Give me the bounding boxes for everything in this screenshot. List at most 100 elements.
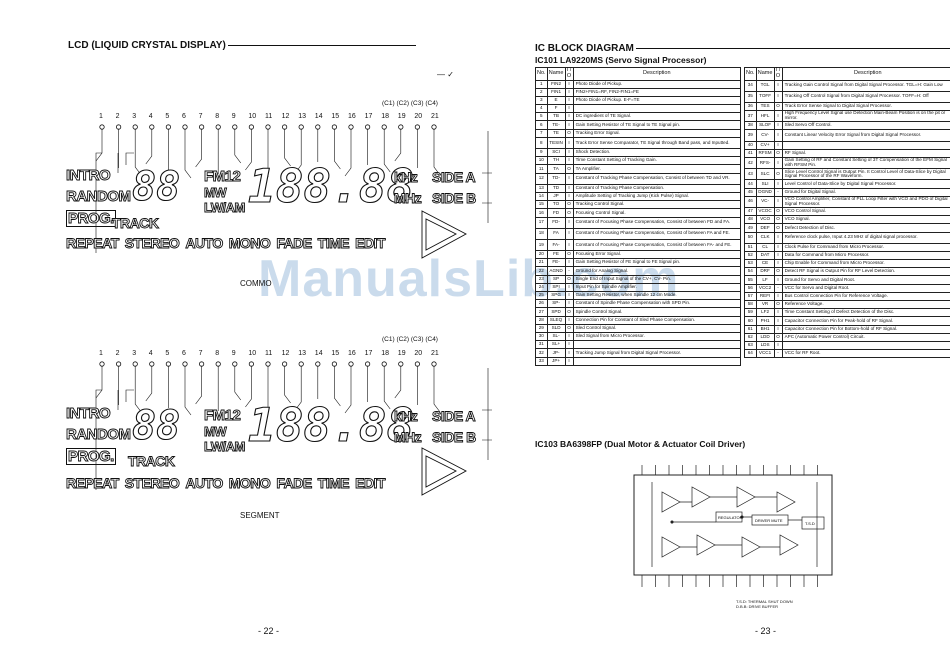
pin-name: JP- — [546, 348, 566, 358]
pin-io: O — [773, 206, 783, 217]
pin-no: 51 — [744, 242, 757, 252]
pin-desc: Chip Enable for Command from Micro Proce… — [781, 259, 950, 269]
pin-terminal — [132, 124, 138, 130]
pin-name: LF — [755, 275, 775, 285]
pin-name: SL- — [546, 331, 566, 342]
pin-io: I — [773, 291, 783, 302]
lcd-side-a: SIDE A — [432, 169, 477, 185]
pin-no: 50 — [744, 231, 757, 244]
pin-io: O — [564, 164, 574, 174]
pin-name: LDD — [755, 332, 775, 342]
segment-wiring — [95, 361, 492, 496]
col-name: Name — [546, 67, 566, 81]
regulator-label: REGULATOR — [718, 515, 743, 520]
lead-wire — [195, 129, 202, 168]
pin-io: - — [564, 266, 574, 276]
ic103-note-1: T.S.D: THERMAL SHUT DOWN — [736, 599, 793, 604]
pin-io: I — [564, 282, 574, 293]
page-number-right: - 23 - — [755, 626, 777, 636]
segment-label: SEGMENT — [240, 511, 280, 520]
pin-io: I — [773, 129, 783, 142]
pin-desc — [572, 340, 742, 350]
pin-no: 45 — [744, 187, 757, 197]
lcd-fade: FADE — [276, 235, 313, 251]
pin-number: 13 — [298, 113, 306, 120]
pin-desc: Tracking Off Control Signal from Digital… — [781, 90, 950, 103]
pin-no: 34 — [744, 79, 757, 92]
pin-name: SLD — [546, 323, 566, 333]
pin-number: 21 — [431, 113, 439, 120]
pin-terminal — [348, 361, 354, 367]
pin-terminal — [331, 361, 337, 367]
pin-number: 20 — [414, 350, 423, 357]
driver-mute-label: DRIVER MUTE — [755, 518, 783, 523]
lead-wire — [433, 129, 441, 176]
pin-io: I — [773, 79, 783, 92]
pin-no: 9 — [535, 148, 548, 158]
pin-terminal — [165, 361, 172, 367]
pin-number: 14 — [314, 350, 323, 357]
pin-io: I — [564, 112, 574, 122]
pin-number: 4 — [148, 113, 153, 120]
lcd-mono: MONO — [228, 475, 271, 491]
pin-no: 59 — [744, 308, 757, 318]
pin-no: 26 — [535, 299, 548, 309]
pin-no: 48 — [744, 215, 757, 225]
pin-name: TB — [546, 112, 566, 122]
pin-io: O — [773, 267, 783, 277]
lcd-side-a: SIDE A — [432, 408, 477, 424]
pin-number: 12 — [281, 350, 290, 357]
pin-desc: Shock Detection. — [572, 148, 742, 158]
pin-number: 8 — [215, 113, 220, 120]
col-no: No. — [535, 67, 548, 81]
pin-desc: Photo Diode of Pickup. E-F=TE — [572, 95, 742, 106]
pin-number: 15 — [331, 113, 340, 120]
pin-desc — [781, 340, 950, 351]
pin-name: SLOF — [755, 121, 775, 131]
pin-io: I — [773, 110, 783, 123]
pin-io: O — [564, 274, 574, 284]
pin-io: I — [773, 250, 783, 261]
pin-no: 57 — [744, 291, 757, 302]
pin-terminal — [149, 361, 155, 367]
pin-desc: Amplitude Setting of Tracking Jump (Kick… — [572, 191, 742, 202]
title-rule — [227, 45, 416, 46]
pin-terminal — [331, 124, 337, 130]
pin-no: 43 — [744, 168, 757, 181]
pin-desc: Constant of Focusing Phase Compensation,… — [572, 238, 742, 252]
pin-no: 37 — [744, 110, 757, 123]
pin-desc: Ground for Analog Signal. — [572, 266, 742, 276]
pin-terminal — [364, 124, 371, 130]
pin-number: 18 — [381, 113, 389, 120]
lcd-section-title: LCD (LIQUID CRYSTAL DISPLAY) — [68, 40, 416, 51]
pin-name: TES — [755, 101, 775, 112]
lead-wire — [245, 366, 252, 408]
pin-desc: Gain Setting of RF and Constant Setting … — [781, 157, 950, 170]
lead-wire — [383, 129, 391, 173]
pin-number: 2 — [115, 113, 120, 120]
pin-number: 14 — [314, 113, 323, 120]
pin-number: 2 — [115, 350, 120, 357]
lead-wire — [383, 366, 391, 410]
pin-desc: Sled Servo Off Control. — [781, 121, 950, 131]
pin-no: 32 — [535, 348, 548, 358]
pin-desc: Constant of Focusing Phase Compensation,… — [572, 216, 742, 229]
pin-number: 1 — [99, 113, 103, 120]
pin-io: I — [773, 308, 783, 318]
pin-no: 47 — [744, 206, 757, 217]
lcd-fade: FADE — [276, 475, 313, 491]
pin-name: CL — [755, 242, 775, 252]
pin-desc: Sled Control Signal. — [572, 323, 742, 333]
